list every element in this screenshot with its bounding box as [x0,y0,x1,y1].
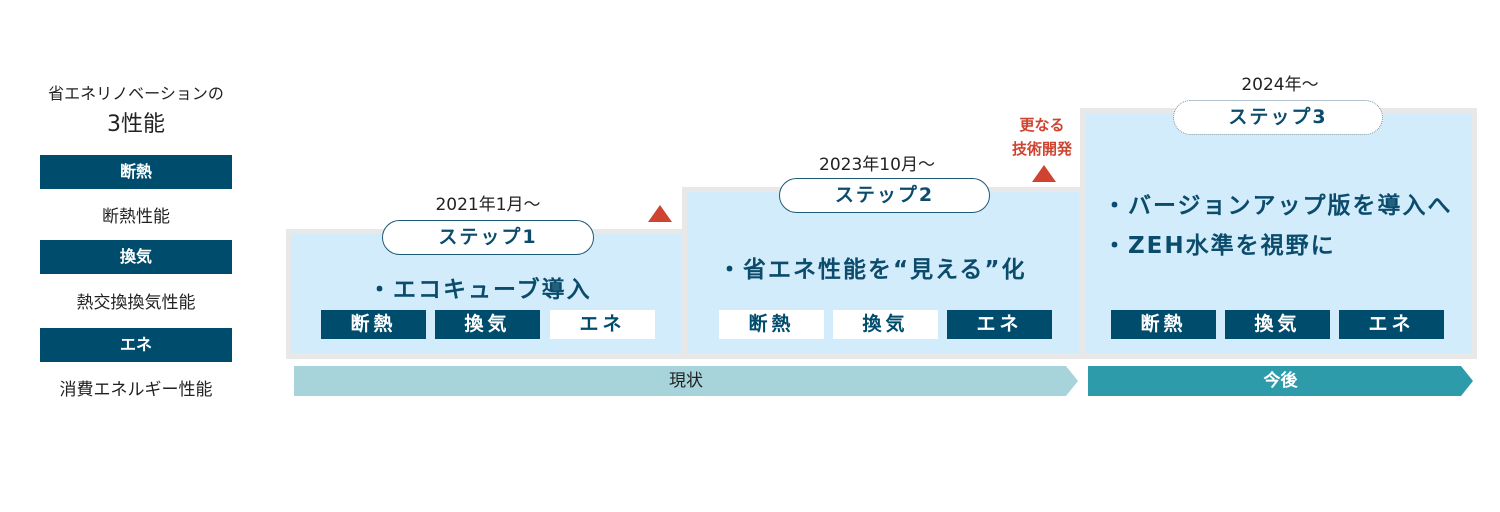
step3-chip-insulation: 断熱 [1111,310,1216,339]
step1-chip-energy: エネ [550,310,655,339]
step3-chip-ventilation: 換気 [1225,310,1330,339]
step3-chip-energy: エネ [1339,310,1444,339]
timeline-future-arrow: 今後 [1088,366,1473,396]
legend-tag-energy: エネ [40,328,232,362]
timeline-current-arrow: 現状 [294,366,1078,396]
step1-date: 2021年1月〜 [435,195,541,215]
legend-desc-energy: 消費エネルギー性能 [59,380,213,400]
legend-tag-insulation: 断熱 [40,155,232,189]
legend-title-line1: 省エネリノベーションの [48,84,224,103]
step3-pill: ステップ3 [1173,100,1383,135]
step2-chip-energy: エネ [947,310,1052,339]
step2-chip-ventilation: 換気 [833,310,938,339]
legend-tag-ventilation: 換気 [40,240,232,274]
legend-desc-insulation: 断熱性能 [102,207,170,227]
step3-date: 2024年〜 [1241,75,1319,95]
step1-text: ・エコキューブ導入 [368,277,592,303]
further-dev-line1: 更なる [1019,116,1065,134]
step2-text: ・省エネ性能を“見える”化 [718,257,1027,283]
step1-pill: ステップ1 [382,220,594,255]
further-dev-line2: 技術開発 [1011,140,1072,158]
legend-title-line2: 3性能 [107,112,165,137]
step2-pill: ステップ2 [779,178,990,213]
step1-chip-ventilation: 換気 [435,310,540,339]
step2-date: 2023年10月〜 [819,155,935,175]
legend-desc-ventilation: 熱交換換気性能 [76,293,196,313]
step1-chip-insulation: 断熱 [321,310,426,339]
triangle-marker-icon [1032,165,1056,182]
further-development-label: 更なる 技術開発 [992,113,1092,161]
triangle-marker-icon [648,205,672,222]
step2-chip-insulation: 断熱 [719,310,824,339]
step3-text-line2: ・ZEH水準を視野に [1103,233,1336,259]
step3-text-line1: ・バージョンアップ版を導入へ [1103,193,1453,219]
